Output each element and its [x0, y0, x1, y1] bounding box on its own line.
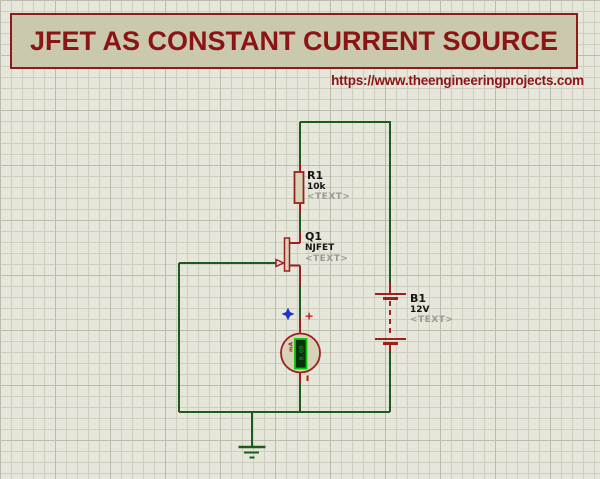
- jfet-text-placeholder: <TEXT>: [305, 254, 349, 264]
- wire-top-right[interactable]: [300, 121, 391, 284]
- resistor-text-placeholder: <TEXT>: [307, 192, 351, 202]
- website-url[interactable]: https://www.theengineeringprojects.com: [331, 73, 584, 88]
- ammeter-display: [294, 338, 308, 370]
- resistor-ref-label: R1: [307, 169, 324, 182]
- battery-ref-label: B1: [410, 292, 427, 305]
- ammeter[interactable]: 0.00 mA +: [280, 307, 321, 384]
- jfet-drain-lead: [290, 231, 301, 244]
- resistor-value-label: 10k: [307, 182, 326, 192]
- battery-text-placeholder: <TEXT>: [410, 315, 454, 325]
- battery-b1[interactable]: [375, 284, 406, 352]
- resistor-r1[interactable]: [293, 163, 305, 213]
- ammeter-unit-label: mA: [289, 341, 295, 352]
- wires[interactable]: [178, 121, 391, 413]
- page-title: JFET AS CONSTANT CURRENT SOURCE: [29, 25, 559, 56]
- origin-marker-icon: [281, 307, 295, 321]
- jfet-gate-arrow-icon: [275, 258, 286, 268]
- jfet-ref-label: Q1: [305, 230, 323, 243]
- jfet-value-label: NJFET: [305, 243, 335, 253]
- jfet-channel-bar[interactable]: [283, 237, 291, 272]
- resistor-body[interactable]: [293, 171, 305, 204]
- title-banner: JFET AS CONSTANT CURRENT SOURCE: [10, 13, 578, 69]
- battery-value-label: 12V: [410, 305, 430, 315]
- jfet-source-lead: [290, 264, 301, 285]
- polarity-plus-label: +: [305, 310, 314, 323]
- ammeter-reading: 0.00: [299, 345, 306, 360]
- ground-symbol[interactable]: [238, 412, 266, 459]
- jfet-q1[interactable]: [275, 231, 301, 285]
